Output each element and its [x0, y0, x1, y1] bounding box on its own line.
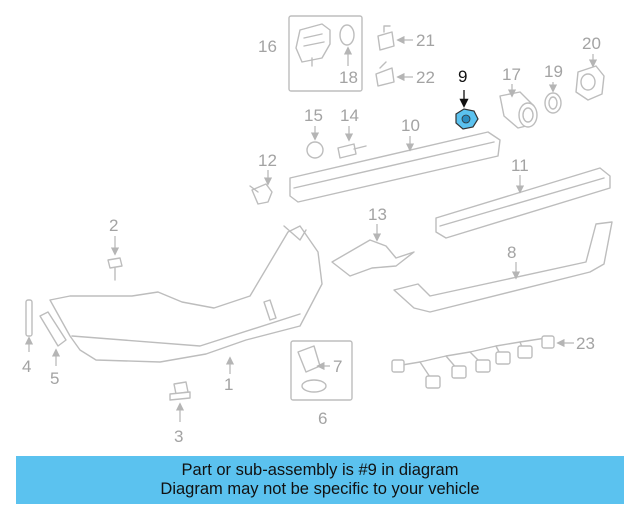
- part-16-bracket-group[interactable]: [288, 15, 363, 92]
- callout-3: 3: [174, 427, 183, 446]
- callout-9: 9: [458, 67, 467, 86]
- part-15-nut[interactable]: [306, 126, 324, 159]
- callout-21: 21: [416, 31, 435, 50]
- part-19-ring[interactable]: [544, 82, 562, 114]
- part-23-wiring-harness[interactable]: [391, 335, 574, 389]
- callout-15: 15: [304, 106, 323, 125]
- callout-13: 13: [368, 205, 387, 224]
- callout-12: 12: [258, 151, 277, 170]
- part-10-reinforcement[interactable]: [289, 131, 501, 203]
- callout-20: 20: [582, 34, 601, 53]
- part-22-clip[interactable]: [375, 61, 413, 87]
- callout-6: 6: [318, 409, 327, 428]
- callout-2: 2: [109, 216, 118, 235]
- part-20-sensor[interactable]: [575, 54, 605, 101]
- callout-10: 10: [401, 116, 420, 135]
- part-21-clip[interactable]: [377, 25, 413, 51]
- part-4-pin[interactable]: [24, 299, 34, 352]
- callout-4: 4: [22, 357, 31, 376]
- callout-19: 19: [544, 62, 563, 81]
- callout-16: 16: [258, 37, 277, 56]
- info-banner: Part or sub-assembly is #9 in diagram Di…: [16, 456, 624, 504]
- part-13-side-bracket[interactable]: [331, 224, 415, 277]
- callout-18: 18: [339, 68, 358, 87]
- part-2-screw[interactable]: [107, 236, 123, 281]
- banner-line-part-number: Part or sub-assembly is #9 in diagram: [181, 461, 459, 479]
- part-6-box[interactable]: [290, 340, 353, 401]
- part-3-bolt[interactable]: [169, 381, 191, 422]
- part-1-bumper-cover[interactable]: [49, 225, 323, 374]
- part-5-strip[interactable]: [39, 311, 67, 366]
- callout-17: 17: [502, 65, 521, 84]
- callout-22: 22: [416, 68, 435, 87]
- callout-23: 23: [576, 334, 595, 353]
- banner-line-disclaimer: Diagram may not be specific to your vehi…: [160, 480, 480, 498]
- part-14-push-pin[interactable]: [337, 126, 367, 159]
- part-8-lower-trim[interactable]: [393, 221, 613, 313]
- callout-5: 5: [50, 369, 59, 388]
- callout-7: 7: [333, 357, 342, 376]
- part-9-highlighted-nut[interactable]: [455, 90, 479, 130]
- part-17-sensor-holder[interactable]: [499, 84, 538, 129]
- callout-14: 14: [340, 106, 359, 125]
- callout-11: 11: [511, 156, 529, 175]
- part-11-absorber[interactable]: [435, 167, 611, 239]
- parts-diagram: 16 18 21 22 9 17 19 20: [22, 15, 613, 446]
- callout-8: 8: [507, 243, 516, 262]
- part-12-bolt[interactable]: [249, 170, 273, 205]
- callout-1: 1: [224, 375, 233, 394]
